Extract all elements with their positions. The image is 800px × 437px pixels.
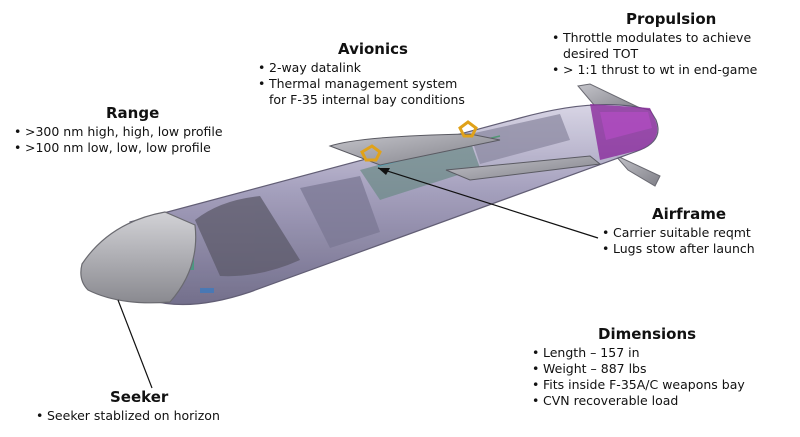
seeker-leader-line bbox=[117, 299, 153, 389]
wing-upper bbox=[328, 133, 501, 166]
propulsion-title: Propulsion bbox=[626, 10, 717, 28]
airframe-leader-line bbox=[377, 167, 599, 239]
seeker-callout: Seeker •Seeker stablized on horizon bbox=[36, 388, 220, 424]
range-callout: Range •>300 nm high, high, low profile •… bbox=[14, 104, 223, 156]
dimensions-item: •CVN recoverable load bbox=[532, 393, 679, 408]
propulsion-item-continued: desired TOT bbox=[563, 46, 639, 61]
range-item: •>300 nm high, high, low profile bbox=[14, 124, 223, 139]
avionics-item: •Thermal management system bbox=[258, 76, 458, 91]
propulsion-callout: Propulsion •Throttle modulates to achiev… bbox=[552, 10, 757, 78]
range-title: Range bbox=[106, 104, 160, 122]
airframe-item: •Carrier suitable reqmt bbox=[602, 225, 751, 240]
avionics-callout: Avionics •2-way datalink •Thermal manage… bbox=[258, 40, 465, 108]
airframe-arrowhead bbox=[378, 168, 390, 175]
lug-front bbox=[360, 144, 382, 162]
range-item: •>100 nm low, low, low profile bbox=[14, 140, 211, 155]
airframe-title: Airframe bbox=[652, 205, 726, 223]
dimensions-title: Dimensions bbox=[598, 325, 697, 343]
avionics-item-continued: for F-35 internal bay conditions bbox=[269, 92, 465, 107]
dimensions-item: •Fits inside F-35A/C weapons bay bbox=[532, 377, 745, 392]
airframe-callout: Airframe •Carrier suitable reqmt •Lugs s… bbox=[602, 205, 755, 257]
dimensions-item: •Length – 157 in bbox=[532, 345, 640, 360]
propulsion-item: •Throttle modulates to achieve bbox=[552, 30, 752, 45]
dimensions-item: •Weight – 887 lbs bbox=[532, 361, 647, 376]
nose-cone bbox=[80, 211, 197, 304]
dimensions-callout: Dimensions •Length – 157 in •Weight – 88… bbox=[532, 325, 745, 409]
avionics-title: Avionics bbox=[338, 40, 408, 58]
airframe-item: •Lugs stow after launch bbox=[602, 241, 755, 256]
wing-lower bbox=[445, 155, 602, 181]
seeker-title: Seeker bbox=[110, 388, 169, 406]
tail-fin-bottom bbox=[614, 154, 661, 187]
avionics-item: •2-way datalink bbox=[258, 60, 361, 75]
seeker-item: •Seeker stablized on horizon bbox=[36, 408, 220, 423]
propulsion-item: •> 1:1 thrust to wt in end-game bbox=[552, 62, 758, 77]
lug-rear bbox=[458, 120, 478, 138]
